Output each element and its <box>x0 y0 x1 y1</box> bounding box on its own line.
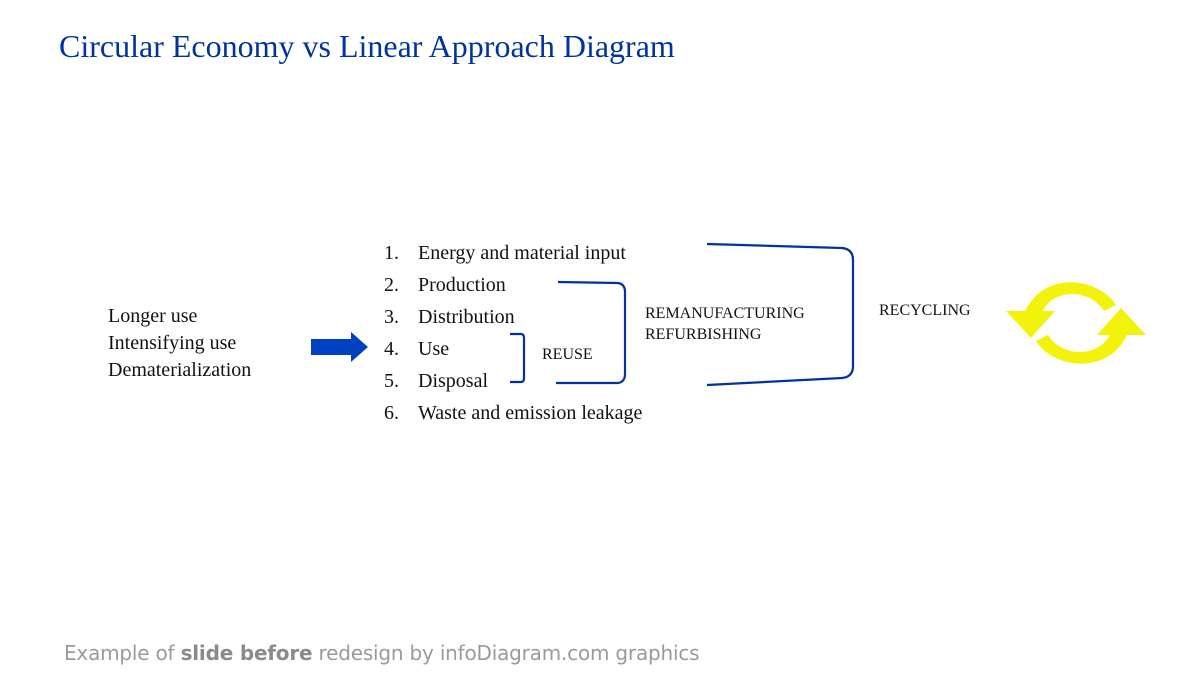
step-label: Production <box>418 274 506 296</box>
step-label: Use <box>418 338 450 360</box>
footer-text-bold: slide before <box>180 641 313 665</box>
remanufacturing-bracket <box>556 280 627 385</box>
step-item: 4. Use <box>384 333 642 365</box>
step-item: 3. Distribution <box>384 301 642 333</box>
step-item: 6. Waste and emission leakage <box>384 397 642 429</box>
recycling-label: RECYCLING <box>879 302 971 319</box>
strategy-item: Intensifying use <box>108 332 237 354</box>
recycling-bracket <box>706 242 855 387</box>
process-steps: 1. Energy and material input 2. Producti… <box>384 237 642 429</box>
refurbishing-label: REFURBISHING <box>645 326 762 343</box>
step-label: Distribution <box>418 306 515 328</box>
strategy-list: Longer use Intensifying use Dematerializ… <box>108 303 251 384</box>
step-label: Waste and emission leakage <box>418 402 643 424</box>
step-item: 1. Energy and material input <box>384 237 642 269</box>
step-label: Disposal <box>418 370 488 392</box>
footer-credit: Example of slide before redesign by info… <box>64 641 700 665</box>
step-item: 2. Production <box>384 269 642 301</box>
step-number: 5. <box>384 370 399 392</box>
strategy-item: Dematerialization <box>108 359 252 381</box>
strategy-item: Longer use <box>108 305 198 327</box>
footer-text-pre: Example of <box>64 641 181 665</box>
footer-text-post: redesign by infoDiagram.com graphics <box>312 641 700 665</box>
step-item: 5. Disposal <box>384 365 642 397</box>
reuse-bracket <box>510 332 526 384</box>
step-number: 2. <box>384 274 399 296</box>
step-number: 1. <box>384 242 399 264</box>
step-number: 3. <box>384 306 399 328</box>
page-title: Circular Economy vs Linear Approach Diag… <box>59 28 675 64</box>
reuse-label: REUSE <box>542 346 593 363</box>
right-arrow-icon <box>311 332 368 362</box>
step-number: 6. <box>384 402 399 424</box>
step-label: Energy and material input <box>418 242 626 264</box>
remanufacturing-label: REMANUFACTURING <box>645 305 805 322</box>
recycle-icon <box>1006 282 1146 364</box>
step-number: 4. <box>384 338 399 360</box>
